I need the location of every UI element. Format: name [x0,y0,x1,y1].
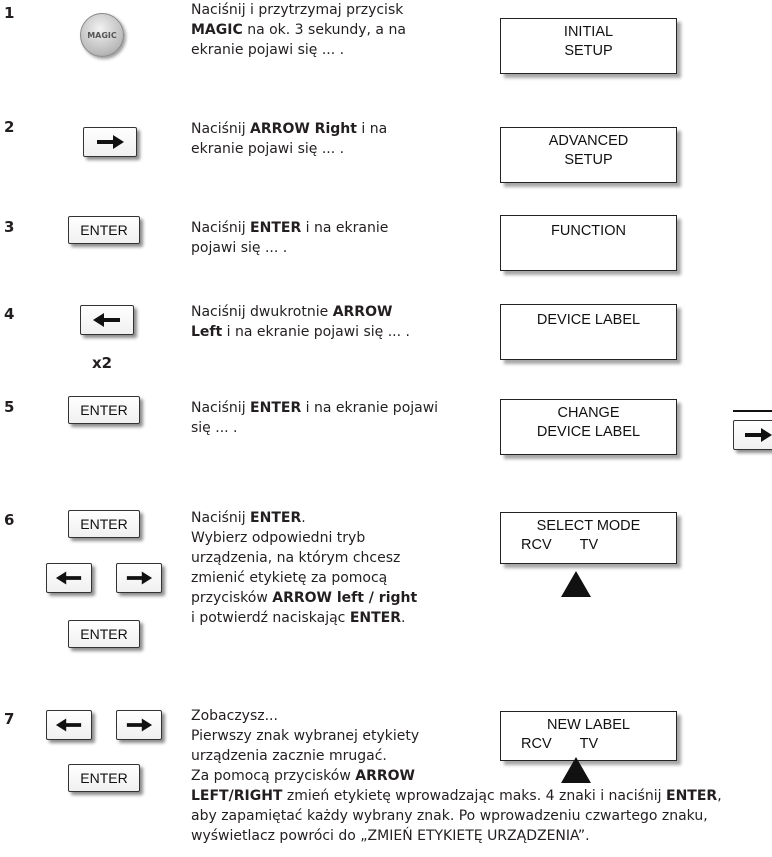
arrow-right-button[interactable] [116,563,162,593]
step-number-7: 7 [4,710,15,728]
step-number-4: 4 [4,305,15,323]
lcd-screen-3: FUNCTION [500,215,677,271]
arrow-left-icon [93,313,120,327]
selection-pointer-icon [561,757,591,783]
arrow-right-icon [745,428,772,442]
enter-button[interactable]: ENTER [68,620,140,648]
arrow-right-icon [126,571,153,585]
step-number-6: 6 [4,511,15,529]
selection-pointer-icon [561,571,591,597]
enter-button[interactable]: ENTER [68,764,140,792]
arrow-right-icon [97,135,124,149]
lcd-title: SELECT MODE [536,518,641,534]
enter-button[interactable]: ENTER [68,396,140,424]
step-7-instruction: Zobaczysz...Pierwszy znak wybranej etyki… [191,708,420,784]
step-number-3: 3 [4,218,15,236]
arrow-left-button[interactable] [80,305,134,335]
arrow-left-button[interactable] [46,563,92,593]
arrow-right-button[interactable] [116,710,162,740]
lcd-mode-tv: TV [579,537,599,553]
enter-button[interactable]: ENTER [68,510,140,538]
lcd-modes: RCV TV [501,735,676,754]
arrow-right-button[interactable] [733,420,772,450]
press-twice-label: x2 [92,354,113,372]
enter-button[interactable]: ENTER [68,216,140,244]
arrow-left-button[interactable] [46,710,92,740]
divider-line [733,410,772,412]
lcd-screen-4: DEVICE LABEL [500,304,677,360]
arrow-right-icon [126,718,153,732]
arrow-left-icon [55,571,82,585]
lcd-screen-7: NEW LABEL RCV TV [500,711,677,761]
lcd-mode-rcv: RCV [521,537,552,553]
lcd-mode-rcv: RCV [521,736,552,752]
lcd-title: NEW LABEL [547,717,630,733]
lcd-mode-tv: TV [579,736,599,752]
lcd-modes: RCV TV [501,536,676,555]
lcd-screen-6: SELECT MODE RCV TV [500,512,677,564]
step-number-1: 1 [4,4,15,22]
step-number-5: 5 [4,398,15,416]
arrow-left-icon [55,718,82,732]
step-7-instruction-continued: LEFT/RIGHT zmień etykietę wprowadzając m… [191,788,722,844]
step-number-2: 2 [4,118,15,136]
magic-button[interactable]: MAGIC [80,13,124,57]
arrow-right-button[interactable] [83,127,137,157]
